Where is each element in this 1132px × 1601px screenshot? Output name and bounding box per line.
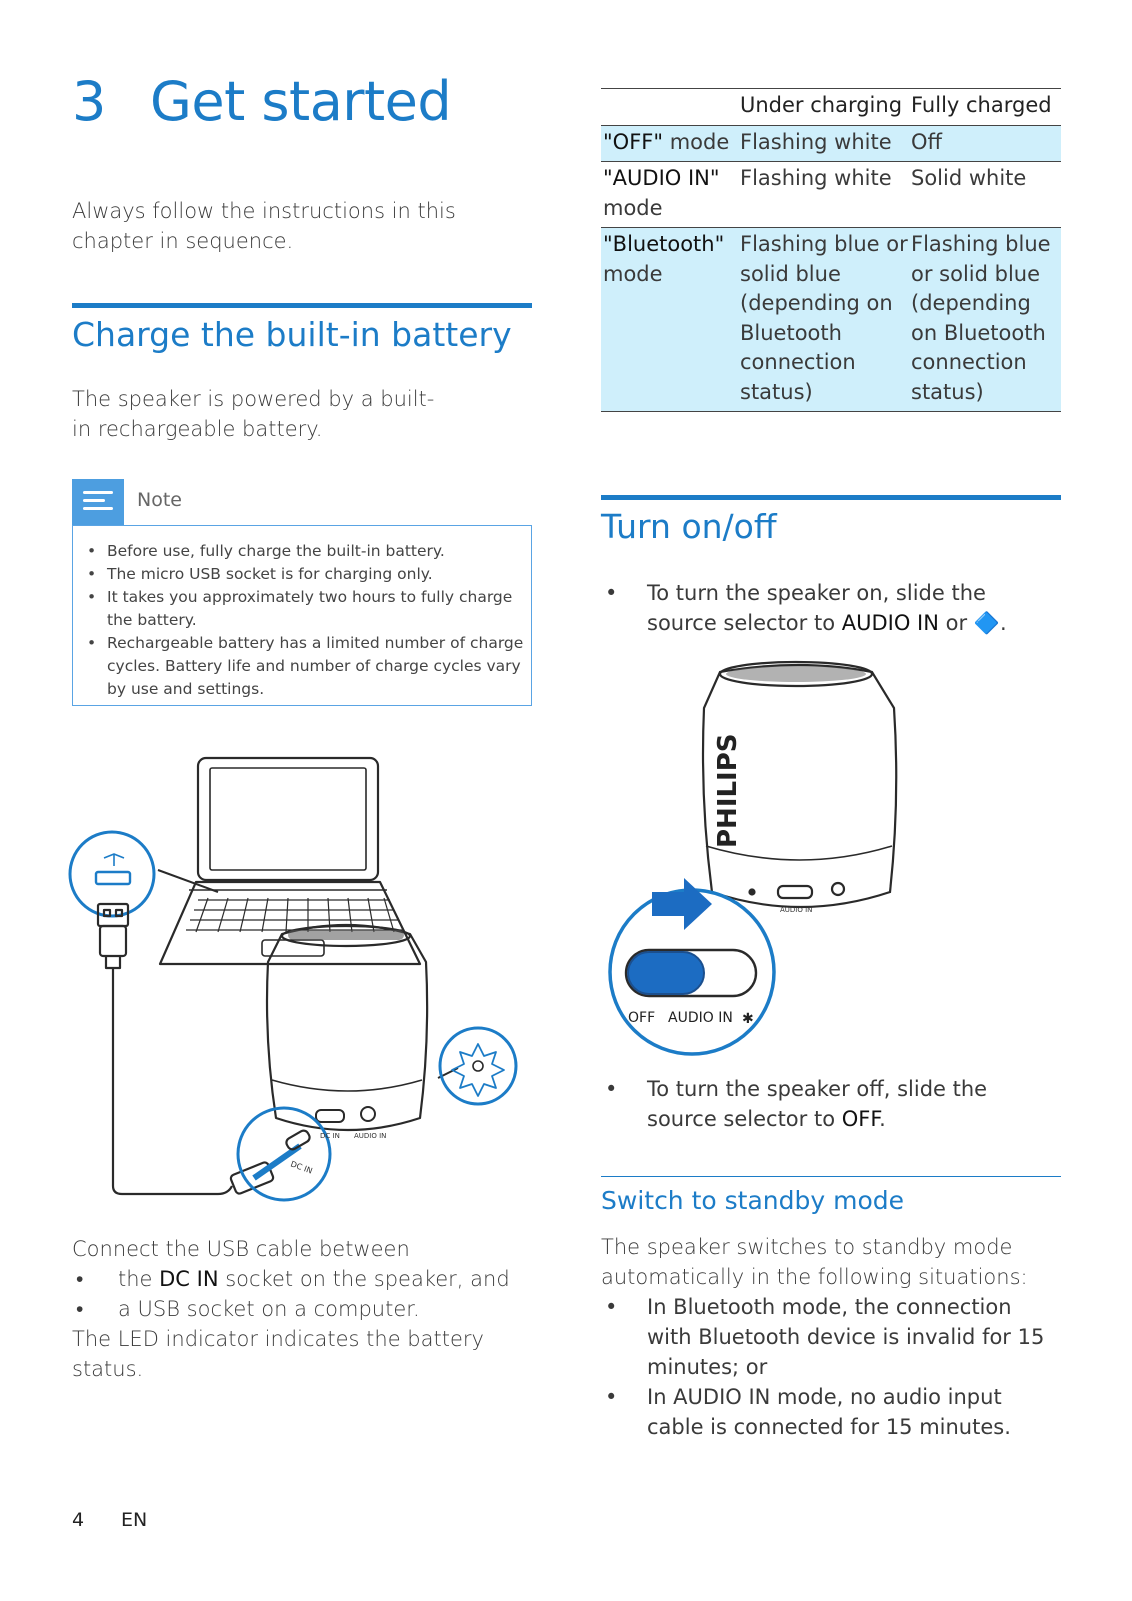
connect-outro: The LED indicator indicates the battery … — [72, 1327, 484, 1381]
standby-body: The speaker switches to standby mode aut… — [601, 1235, 1028, 1289]
chapter-number: 3 — [72, 70, 106, 133]
subsection-rule — [601, 1176, 1061, 1177]
turn-on-instruction: To turn the speaker on, slide the source… — [601, 578, 1061, 638]
intro-paragraph: Always follow the instructions in this c… — [72, 199, 456, 253]
note-item: Rechargeable battery has a limited numbe… — [87, 632, 531, 701]
language-code: EN — [121, 1509, 148, 1531]
note-label: Note — [137, 489, 182, 511]
chapter-title: 3 Get started — [72, 70, 452, 133]
turn-off-instruction: To turn the speaker off, slide the sourc… — [601, 1074, 1061, 1134]
dc-in-label: DC IN — [320, 1132, 340, 1140]
note-box: Before use, fully charge the built-in ba… — [72, 525, 532, 706]
page-number: 4 — [72, 1509, 85, 1531]
note-item: The micro USB socket is for charging onl… — [87, 563, 531, 586]
switch-label-audio-in: AUDIO IN — [668, 1010, 733, 1026]
led-status-table: Under charging Fully charged "OFF" mode … — [601, 88, 1061, 412]
note-icon — [72, 479, 124, 525]
speaker-audio-in-label: AUDIO IN — [780, 906, 812, 914]
connect-instructions: Connect the USB cable between the DC IN … — [72, 1234, 532, 1384]
laptop-icon — [196, 756, 380, 882]
turn-on-list: To turn the speaker on, slide the source… — [601, 578, 1061, 638]
charge-body: The speaker is powered by a built-in rec… — [72, 387, 435, 441]
switch-illustration: PHILIPS OFF AUDIO IN ✱ AUDIO IN — [608, 660, 898, 1056]
table-row: "OFF" mode Flashing white Off — [601, 125, 1061, 162]
section-rule — [72, 303, 532, 308]
connect-item-usb: a USB socket on a computer. — [72, 1294, 532, 1324]
speaker-icon — [701, 663, 898, 909]
switch-label-off: OFF — [628, 1010, 655, 1026]
switch-label-bluetooth-icon: ✱ — [742, 1011, 754, 1027]
charge-heading: Charge the built-in battery — [72, 315, 512, 354]
note-item: Before use, fully charge the built-in ba… — [87, 540, 531, 563]
standby-item: In Bluetooth mode, the connection with B… — [601, 1292, 1061, 1382]
connect-intro: Connect the USB cable between — [72, 1237, 410, 1261]
standby-item: In AUDIO IN mode, no audio input cable i… — [601, 1382, 1061, 1442]
turn-heading: Turn on/off — [601, 507, 777, 546]
brand-logo: PHILIPS — [713, 733, 743, 848]
chapter-name: Get started — [150, 70, 452, 133]
bluetooth-icon: 🔷 — [973, 611, 1000, 635]
turn-off-list: To turn the speaker off, slide the sourc… — [601, 1074, 1061, 1134]
header-fully-charged: Fully charged — [911, 88, 1061, 126]
table-row: "AUDIO IN" mode Flashing white Solid whi… — [601, 161, 1061, 228]
section-rule — [601, 495, 1061, 500]
table-header-row: Under charging Fully charged — [601, 88, 1061, 126]
header-under-charging: Under charging — [740, 88, 911, 126]
dc-in-callout-label: DC IN — [289, 1159, 313, 1175]
table-row: "Bluetooth" mode Flashing blue or solid … — [601, 227, 1061, 412]
note-item: It takes you approximately two hours to … — [87, 586, 531, 632]
standby-heading: Switch to standby mode — [601, 1186, 905, 1215]
audio-in-label: AUDIO IN — [354, 1132, 386, 1140]
connect-item-dc-in: the DC IN socket on the speaker, and — [72, 1264, 532, 1294]
charging-illustration: DC IN AUDIO IN DC IN — [68, 756, 518, 1202]
standby-list: In Bluetooth mode, the connection with B… — [601, 1292, 1061, 1442]
